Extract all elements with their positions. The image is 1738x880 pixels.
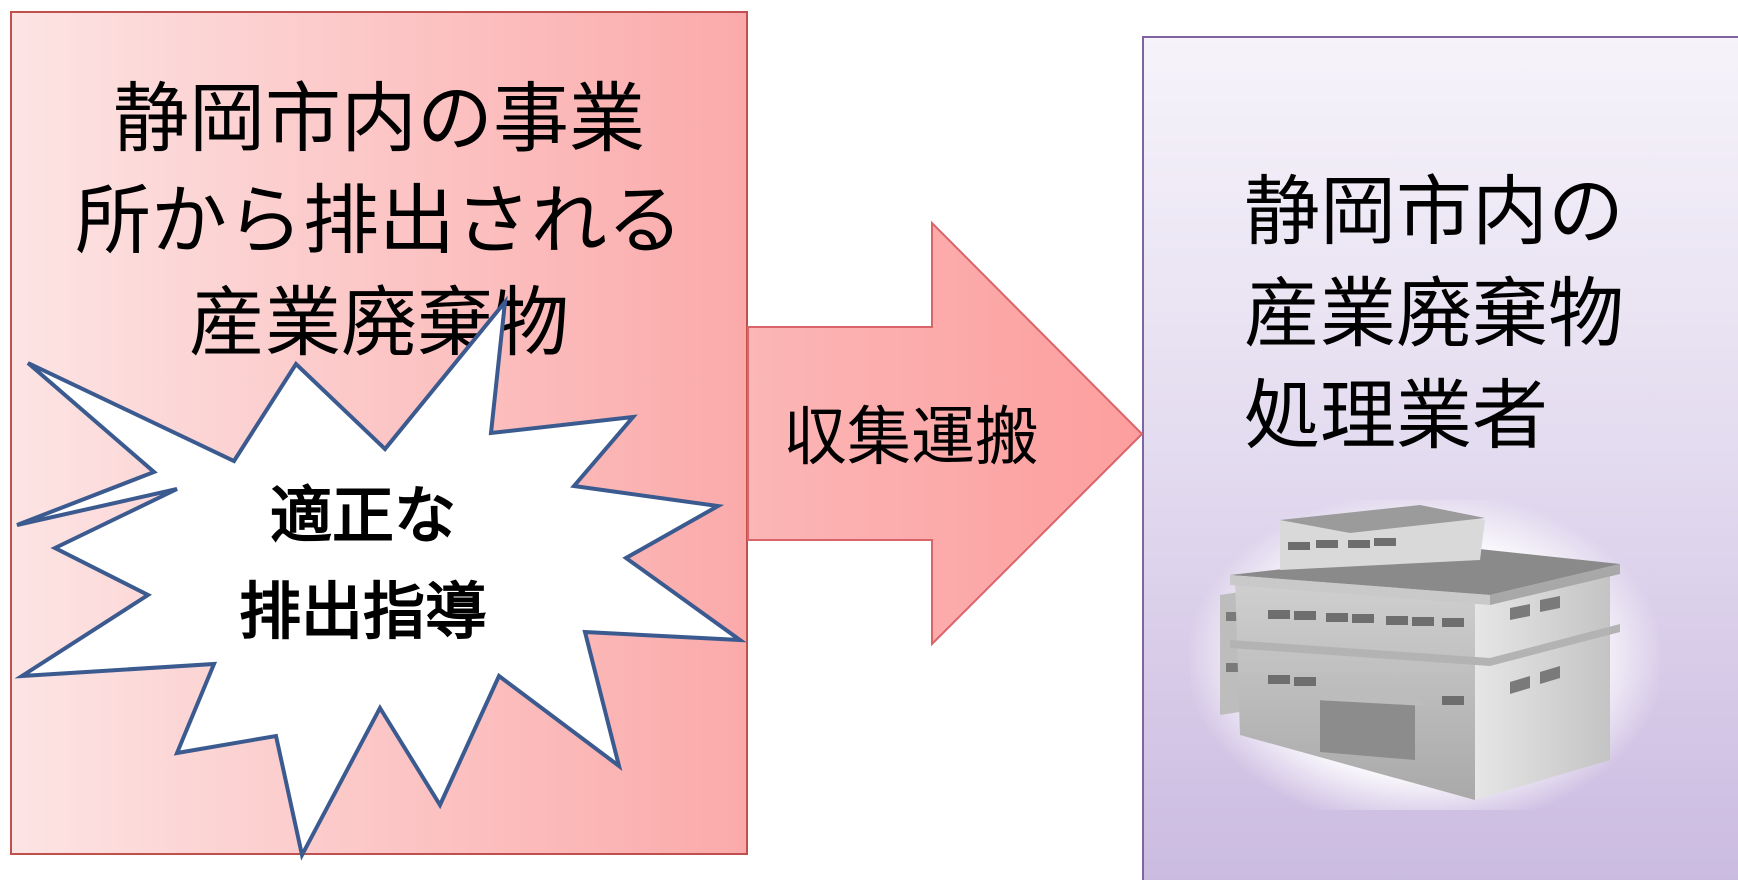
- waste-source-box: 静岡市内の事業 所から排出される 産業廃棄物: [10, 11, 748, 855]
- transport-arrow-shape: [747, 220, 1144, 647]
- guidance-line-1: 適正な: [269, 479, 456, 552]
- processor-line-2: 産業廃棄物: [1244, 269, 1624, 358]
- waste-source-line-1: 静岡市内の事業: [113, 74, 645, 163]
- transport-arrow-label: 収集運搬: [783, 401, 1039, 475]
- processor-line-3: 処理業者: [1244, 371, 1548, 460]
- waste-source-line-3: 産業廃棄物: [189, 278, 569, 367]
- guidance-burst-label: 適正な 排出指導: [178, 468, 548, 660]
- factory-building-icon: [1185, 490, 1665, 830]
- guidance-line-2: 排出指導: [238, 575, 487, 648]
- processor-box: 静岡市内の 産業廃棄物 処理業者: [1142, 36, 1738, 880]
- guidance-burst-shape: [14, 295, 747, 861]
- processor-title: 静岡市内の 産業廃棄物 処理業者: [1244, 161, 1624, 467]
- waste-source-line-2: 所から排出される: [75, 176, 683, 265]
- waste-source-title: 静岡市内の事業 所から排出される 産業廃棄物: [12, 68, 746, 374]
- processor-line-1: 静岡市内の: [1244, 167, 1624, 256]
